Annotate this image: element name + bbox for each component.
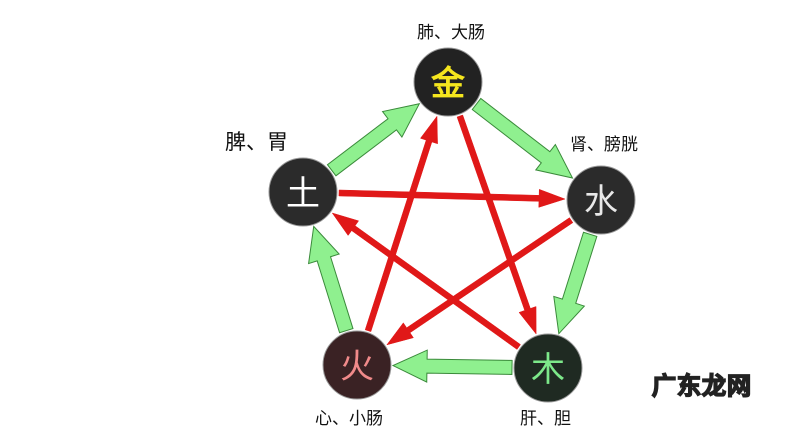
element-char-wood: 木 (531, 350, 565, 390)
element-circle-water (566, 165, 636, 235)
element-circle-wood (513, 333, 583, 403)
label-metal: 肺、大肠 (417, 23, 485, 43)
generating-arrow-wood-to-fire (391, 349, 513, 383)
controlling-arrow-metal-to-wood (456, 114, 537, 335)
five-elements-diagram: 金水木 火 土 肺、大肠 肾、膀胱 肝、胆 心、小肠 脾、胃 广东龙网 (225, 23, 752, 429)
generating-arrow-metal-to-water (471, 97, 574, 179)
label-earth: 脾、胃 (225, 130, 288, 154)
element-char-metal: 金 (430, 64, 466, 104)
label-water: 肾、膀胱 (570, 135, 638, 155)
controlling-arrow-fire-to-metal (364, 115, 438, 332)
generating-arrow-water-to-wood (553, 231, 598, 335)
controlling-arrow-water-to-fire (386, 217, 574, 346)
element-char-fire: 火 (340, 347, 374, 387)
element-circle-fire (322, 330, 392, 400)
element-char-water: 水 (584, 182, 618, 222)
label-fire: 心、小肠 (315, 409, 383, 429)
element-char-earth: 土 (286, 174, 320, 214)
controlling-arrow-wood-to-earth (331, 212, 521, 350)
generating-arrow-earth-to-metal (326, 103, 421, 177)
diagram-canvas: 金水木 火 土 (268, 47, 636, 403)
controlling-arrow-earth-to-water (338, 188, 566, 208)
label-wood: 肝、胆 (520, 409, 571, 429)
element-circle-metal (413, 47, 483, 117)
element-circle-earth (268, 157, 338, 227)
generating-arrow-fire-to-earth (307, 225, 354, 334)
watermark: 广东龙网 (651, 371, 752, 401)
